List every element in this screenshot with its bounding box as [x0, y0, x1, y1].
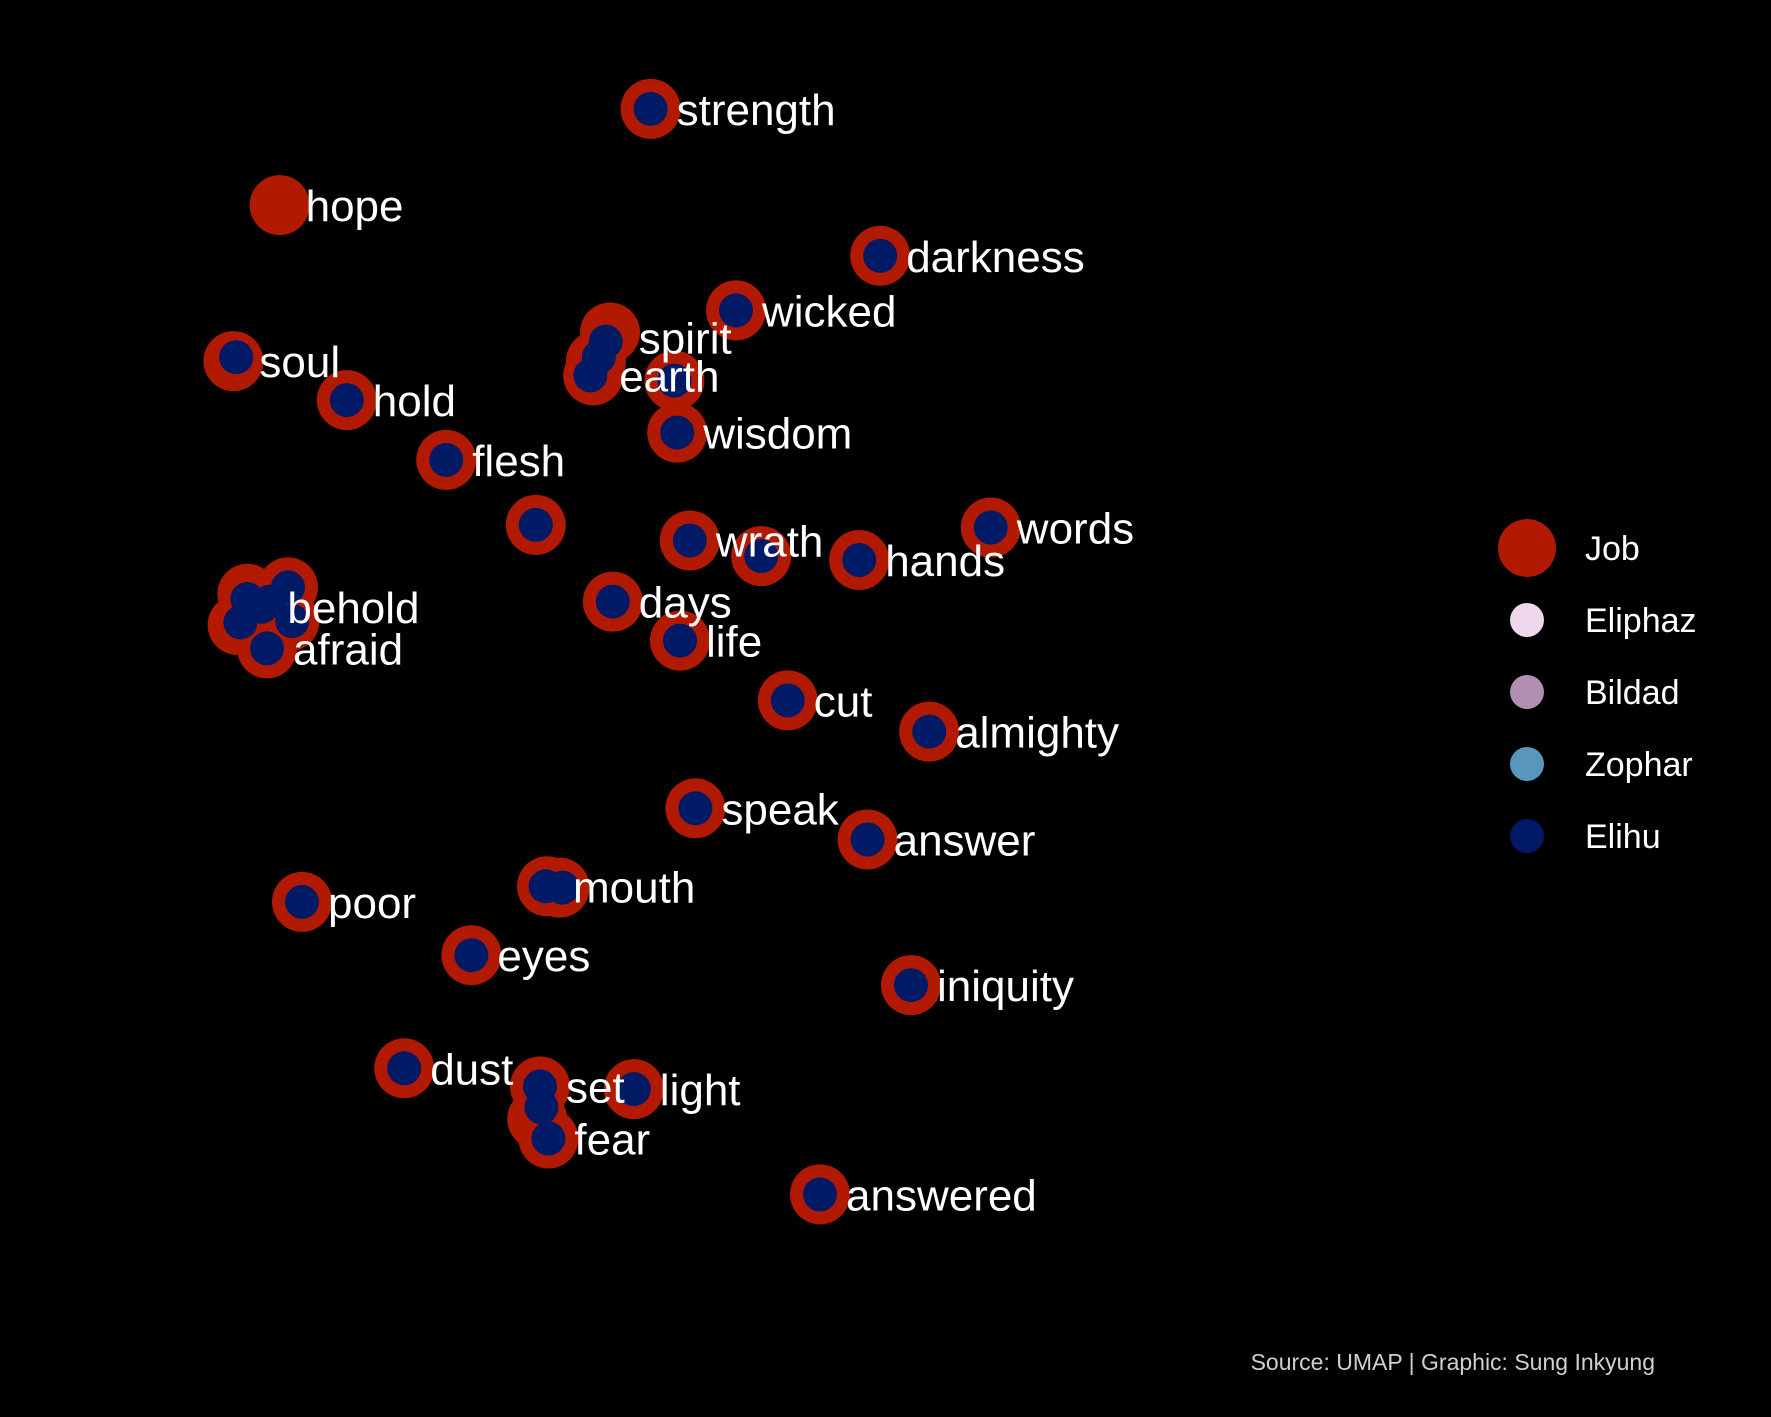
word-label-words: words [1016, 505, 1134, 554]
word-label-behold: behold [287, 584, 419, 633]
legend-label-bildad: Bildad [1585, 674, 1680, 712]
elihu-point-strength [633, 91, 668, 126]
word-label-strength: strength [677, 86, 836, 135]
word-label-wrath: wrath [715, 518, 824, 567]
word-label-answer: answer [894, 817, 1036, 866]
word-label-dust: dust [430, 1045, 513, 1094]
word-label-soul: soul [259, 338, 340, 387]
word-label-speak: speak [721, 785, 839, 834]
elihu-point-mouth [545, 870, 580, 905]
elihu-point-soul [219, 340, 254, 375]
elihu-point-behold [275, 604, 310, 639]
elihu-point-almighty [912, 714, 947, 749]
word-label-days: days [639, 579, 732, 628]
word-label-hold: hold [373, 377, 456, 426]
elihu-point-speak [678, 791, 713, 826]
word-label-mouth: mouth [573, 863, 695, 912]
elihu-point-set [524, 1090, 559, 1125]
word-label-hands: hands [885, 537, 1005, 586]
elihu-point-layer [219, 91, 1008, 1212]
elihu-point-cut [770, 683, 805, 718]
elihu-point-wisdom [660, 415, 695, 450]
legend-label-eliphaz: Eliphaz [1585, 602, 1697, 640]
legend-label-zophar: Zophar [1585, 746, 1693, 784]
elihu-point-earth [657, 363, 692, 398]
word-label-hope: hope [306, 182, 404, 231]
elihu-point-light [616, 1072, 651, 1107]
elihu-point-wicked [719, 293, 753, 328]
word-label-cut: cut [814, 677, 873, 726]
source-caption: Source: UMAP | Graphic: Sung Inkyung [1251, 1349, 1655, 1375]
elihu-point-hands [842, 543, 877, 577]
elihu-point-eyes [454, 938, 489, 973]
job-point-hope [249, 175, 310, 236]
word-label-fear: fear [574, 1116, 650, 1165]
elihu-point-wrath [744, 539, 779, 574]
word-label-iniquity: iniquity [937, 962, 1074, 1011]
legend-swatch-elihu [1510, 819, 1544, 853]
legend-swatch-job [1498, 519, 1556, 577]
elihu-point-words [973, 510, 1008, 545]
elihu-point-poor [285, 884, 319, 919]
elihu-point-iniquity [894, 968, 928, 1003]
word-label-light: light [660, 1066, 741, 1115]
elihu-point-flesh [429, 442, 464, 477]
word-label-darkness: darkness [906, 233, 1085, 282]
elihu-point-behold [252, 584, 287, 619]
word-label-afraid: afraid [293, 625, 403, 674]
elihu-point-earth [573, 358, 608, 393]
legend-swatch-bildad [1510, 675, 1544, 709]
legend-label-job: Job [1585, 530, 1640, 568]
legend-swatch-eliphaz [1510, 603, 1544, 637]
word-label-answered: answered [846, 1171, 1037, 1220]
word-label-earth: earth [619, 352, 719, 401]
word-label-wisdom: wisdom [702, 410, 852, 459]
elihu-point-days [595, 584, 630, 619]
word-label-flesh: flesh [472, 437, 565, 486]
elihu-point-wrath [672, 523, 707, 558]
elihu-point-answer [850, 822, 885, 857]
elihu-point-point-11 [518, 507, 553, 542]
elihu-point-dust [387, 1051, 422, 1086]
word-label-wicked: wicked [761, 287, 897, 336]
legend-swatch-zophar [1510, 747, 1544, 781]
legend-label-elihu: Elihu [1585, 818, 1661, 856]
elihu-point-fear [531, 1121, 566, 1156]
word-label-poor: poor [328, 879, 416, 928]
elihu-point-afraid [250, 631, 284, 666]
word-label-set: set [566, 1064, 625, 1113]
word-label-almighty: almighty [955, 709, 1119, 758]
word-label-spirit: spirit [639, 315, 732, 364]
elihu-point-answered [803, 1177, 837, 1212]
word-label-life: life [706, 618, 762, 667]
elihu-point-darkness [863, 238, 898, 273]
word-label-eyes: eyes [497, 932, 590, 981]
elihu-point-life [663, 623, 697, 658]
elihu-point-hold [329, 383, 364, 418]
